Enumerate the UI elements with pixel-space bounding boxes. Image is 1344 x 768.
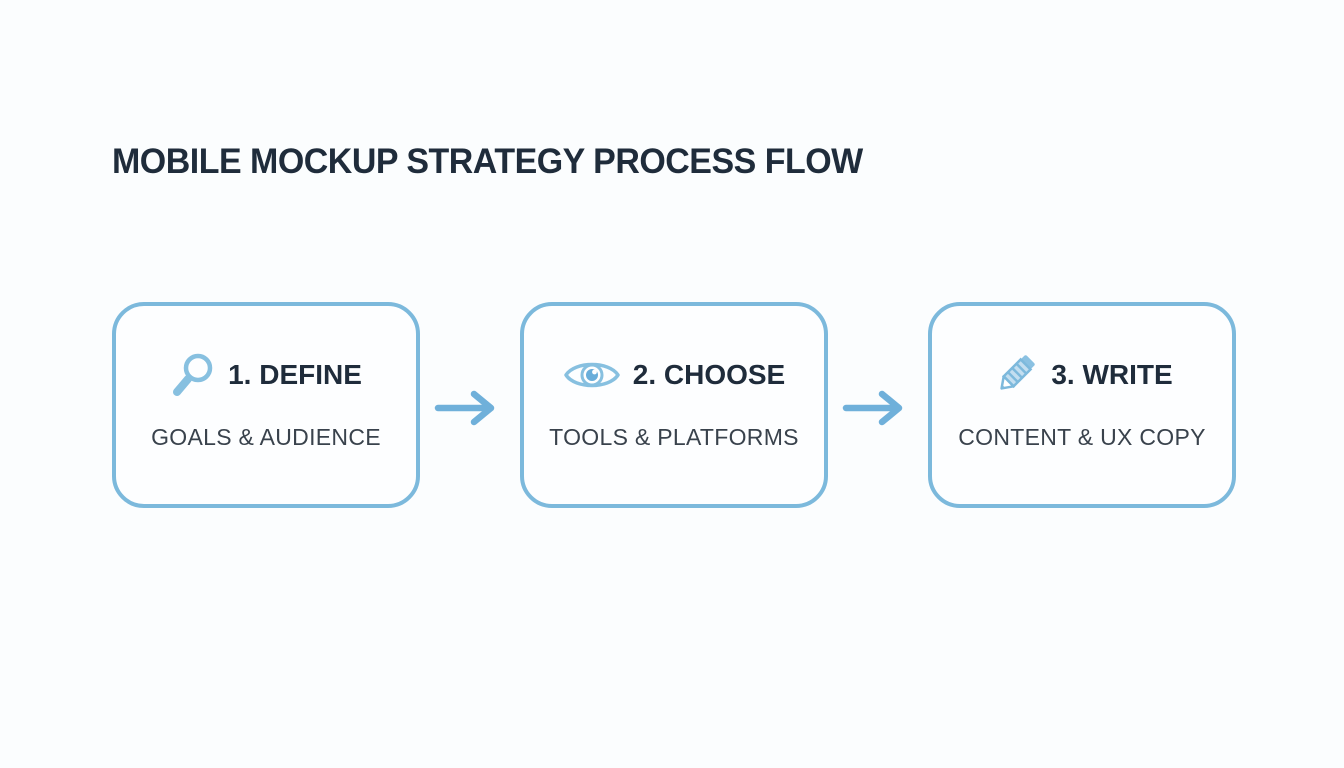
step-head: 2. CHOOSE bbox=[563, 348, 785, 402]
step-subtitle: CONTENT & UX COPY bbox=[958, 424, 1206, 450]
step-head: 1. DEFINE bbox=[170, 348, 362, 402]
step-title: 2. CHOOSE bbox=[632, 359, 786, 390]
page-title: MOBILE MOCKUP STRATEGY PROCESS FLOW bbox=[112, 142, 863, 181]
arrow-right-icon bbox=[842, 390, 903, 426]
pencil-icon bbox=[991, 351, 1039, 399]
step-subtitle: TOOLS & PLATFORMS bbox=[549, 424, 799, 450]
arrow-right-icon bbox=[434, 390, 495, 426]
eye-icon bbox=[563, 356, 621, 394]
step-title: 3. WRITE bbox=[1051, 359, 1173, 390]
step-title: 1. DEFINE bbox=[228, 359, 362, 390]
step-card-choose: 2. CHOOSE TOOLS & PLATFORMS bbox=[520, 302, 828, 508]
step-subtitle: GOALS & AUDIENCE bbox=[151, 424, 381, 450]
step-card-define: 1. DEFINE GOALS & AUDIENCE bbox=[112, 302, 420, 508]
step-card-write: 3. WRITE CONTENT & UX COPY bbox=[928, 302, 1236, 508]
magnifier-icon bbox=[170, 351, 216, 399]
step-head: 3. WRITE bbox=[991, 348, 1173, 402]
